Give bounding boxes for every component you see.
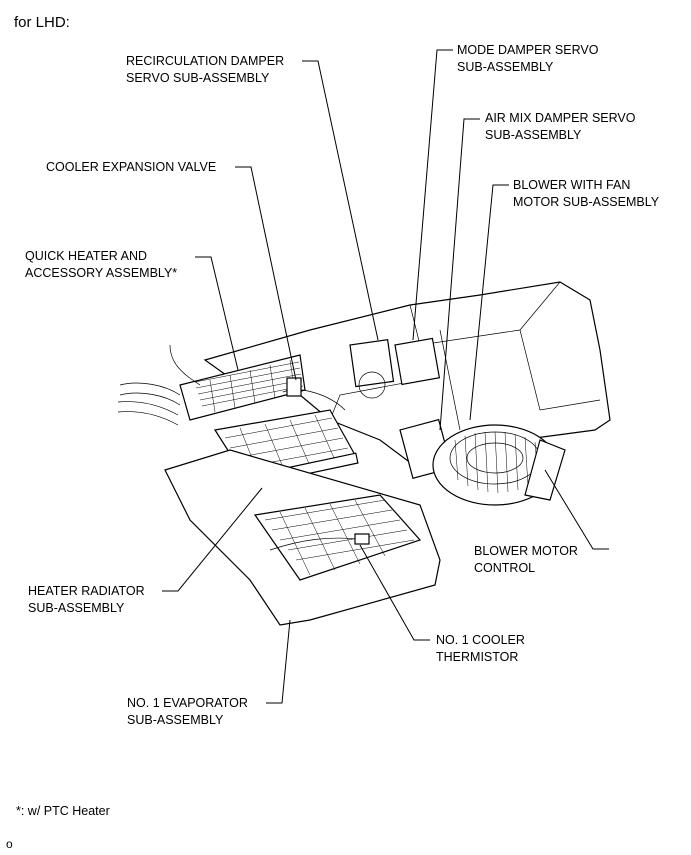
- label-line: NO. 1 COOLER: [436, 633, 525, 647]
- label-line: NO. 1 EVAPORATOR: [127, 696, 248, 710]
- label-line: SERVO SUB-ASSEMBLY: [126, 71, 270, 85]
- label-blower-motor-control: BLOWER MOTOR CONTROL: [474, 543, 578, 577]
- label-line: HEATER RADIATOR: [28, 584, 145, 598]
- label-line: SUB-ASSEMBLY: [127, 713, 224, 727]
- leader-lines: [162, 49, 609, 704]
- label-cooler-thermistor: NO. 1 COOLER THERMISTOR: [436, 632, 525, 666]
- label-quick-heater-accessory: QUICK HEATER AND ACCESSORY ASSEMBLY*: [25, 248, 177, 282]
- label-line: BLOWER WITH FAN: [513, 178, 631, 192]
- label-cooler-expansion-valve: COOLER EXPANSION VALVE: [46, 159, 216, 176]
- label-line: BLOWER MOTOR: [474, 544, 578, 558]
- label-recirculation-damper-servo: RECIRCULATION DAMPER SERVO SUB-ASSEMBLY: [126, 53, 284, 87]
- label-line: SUB-ASSEMBLY: [28, 601, 125, 615]
- label-line: SUB-ASSEMBLY: [457, 60, 554, 74]
- label-mode-damper-servo: MODE DAMPER SERVO SUB-ASSEMBLY: [457, 42, 598, 76]
- footnote: *: w/ PTC Heater: [16, 804, 110, 818]
- label-line: RECIRCULATION DAMPER: [126, 54, 285, 68]
- servo-motors: [349, 337, 453, 480]
- label-line: CONTROL: [474, 561, 536, 575]
- label-line: ACCESSORY ASSEMBLY*: [25, 266, 178, 280]
- quick-heater: [169, 344, 306, 421]
- label-evaporator: NO. 1 EVAPORATOR SUB-ASSEMBLY: [127, 695, 248, 729]
- label-line: QUICK HEATER AND: [25, 249, 148, 263]
- corner-mark: o: [6, 837, 13, 851]
- label-line: COOLER EXPANSION VALVE: [46, 160, 217, 174]
- label-air-mix-damper-servo: AIR MIX DAMPER SERVO SUB-ASSEMBLY: [485, 110, 636, 144]
- lower-case: [164, 449, 441, 626]
- pipes: [117, 377, 346, 426]
- label-line: SUB-ASSEMBLY: [485, 128, 582, 142]
- label-blower-with-fan-motor: BLOWER WITH FAN MOTOR SUB-ASSEMBLY: [513, 177, 659, 211]
- diagram-title: for LHD:: [14, 14, 70, 31]
- label-line: MOTOR SUB-ASSEMBLY: [513, 195, 660, 209]
- label-line: THERMISTOR: [436, 650, 519, 664]
- label-line: AIR MIX DAMPER SERVO: [485, 111, 636, 125]
- label-line: MODE DAMPER SERVO: [457, 43, 599, 57]
- label-heater-radiator: HEATER RADIATOR SUB-ASSEMBLY: [28, 583, 145, 617]
